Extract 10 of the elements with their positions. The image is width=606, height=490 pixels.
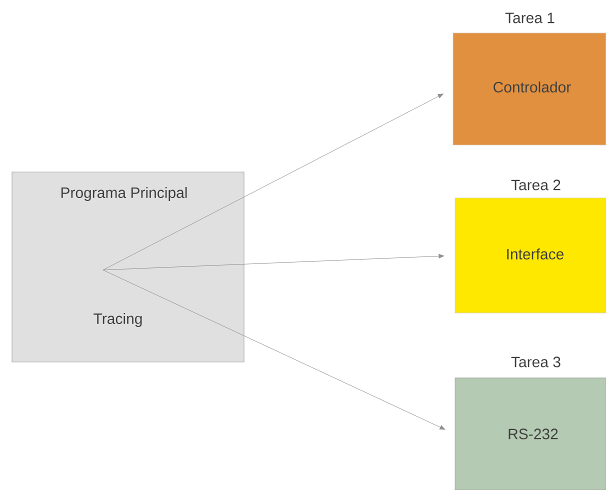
node-label: Tarea 1 (505, 12, 554, 24)
task-box: Tarea 1 Controlador (452, 12, 606, 146)
task-box: Tarea 2 Interface (454, 180, 606, 314)
arrow (102, 270, 446, 430)
arrow (102, 254, 444, 270)
program-box: Programa Principal Tracing (12, 172, 244, 362)
arrow (102, 94, 444, 270)
node-label: Tarea 2 (511, 180, 560, 190)
task-box: Tarea 3 RS-232 (454, 356, 606, 490)
node-label: Tarea 3 (511, 356, 560, 368)
